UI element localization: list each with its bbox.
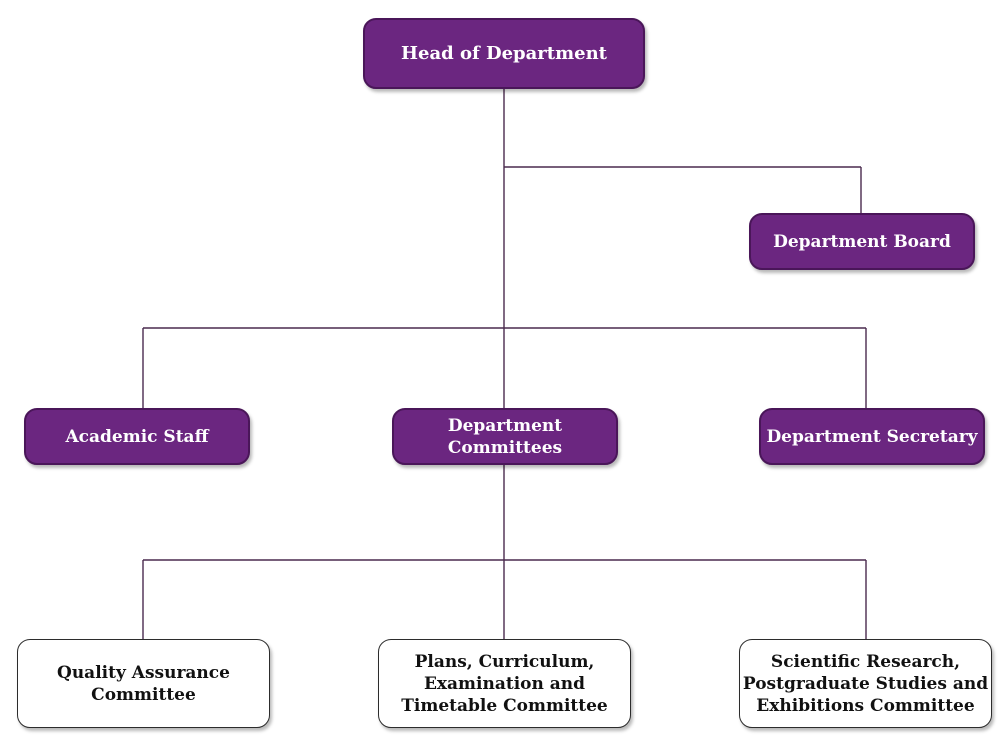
node-department-secretary: Department Secretary	[759, 408, 985, 465]
node-department-board: Department Board	[749, 213, 975, 270]
node-plans-curriculum-committee: Plans, Curriculum, Examination and Timet…	[378, 639, 631, 728]
node-research-label: Scientific Research, Postgraduate Studie…	[742, 651, 989, 716]
node-department-committees: Department Committees	[392, 408, 618, 465]
node-committees-label: Department Committees	[447, 415, 563, 458]
node-qa-label: Quality Assurance Committee	[57, 662, 230, 705]
node-secretary-label: Department Secretary	[766, 426, 978, 447]
node-staff-label: Academic Staff	[65, 426, 209, 447]
node-scientific-research-committee: Scientific Research, Postgraduate Studie…	[739, 639, 992, 728]
node-board-label: Department Board	[773, 231, 951, 252]
node-quality-assurance-committee: Quality Assurance Committee	[17, 639, 270, 728]
node-head-of-department: Head of Department	[363, 18, 645, 89]
node-academic-staff: Academic Staff	[24, 408, 250, 465]
node-head-label: Head of Department	[401, 42, 607, 64]
node-plans-label: Plans, Curriculum, Examination and Timet…	[401, 651, 608, 716]
